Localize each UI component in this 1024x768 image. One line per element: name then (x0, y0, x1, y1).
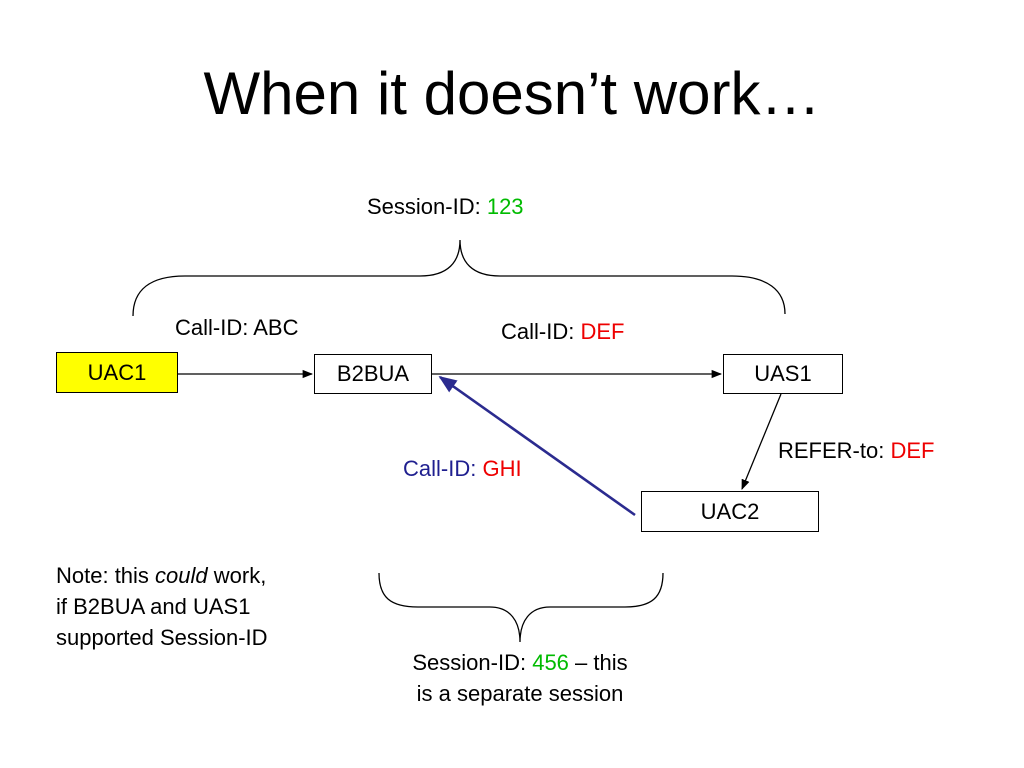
arrow-uas1-to-uac2 (741, 393, 782, 490)
call-id-def-value: DEF (580, 319, 625, 344)
session-id-bottom-value: 456 (532, 650, 569, 675)
refer-to-prefix: REFER-to: (778, 438, 891, 463)
call-id-ghi-prefix: Call-ID: (403, 456, 483, 481)
node-b2bua: B2BUA (314, 354, 432, 394)
note-text: Note: this could work, if B2BUA and UAS1… (56, 560, 268, 653)
note-line-3: supported Session-ID (56, 625, 268, 650)
note-line-1-end: work, (207, 563, 267, 588)
call-id-ghi-label: Call-ID: GHI (403, 455, 522, 483)
session-id-bottom-suffix: – this (568, 650, 628, 675)
session-id-top-value: 123 (486, 194, 524, 219)
note-line-1-start: Note: this (56, 563, 156, 588)
refer-to-label: REFER-to: DEF (778, 437, 934, 465)
node-uac2: UAC2 (641, 491, 819, 532)
call-id-ghi-value: GHI (482, 456, 522, 481)
call-id-abc-label: Call-ID: ABC (175, 315, 299, 340)
arrow-uac2-to-b2bua (438, 375, 636, 517)
note-line-1: Note: this could work, (56, 560, 268, 591)
session-id-top-label: Session-ID: 123 (367, 193, 524, 221)
note-emphasis: could (155, 563, 208, 588)
node-uac1: UAC1 (56, 352, 178, 393)
session-brace-bottom (378, 572, 664, 643)
session-id-bottom-label: Session-ID: 456 – this is a separate ses… (380, 647, 660, 709)
slide-title: When it doesn’t work… (203, 60, 821, 127)
session-brace-top (132, 239, 786, 317)
note-line-2: if B2BUA and UAS1 (56, 594, 251, 619)
session-id-bottom-line-2: is a separate session (416, 681, 624, 706)
session-id-bottom-line-1: Session-ID: 456 – this (380, 647, 660, 678)
session-id-bottom-prefix: Session-ID: (412, 650, 533, 675)
session-id-top-prefix: Session-ID: (367, 194, 487, 219)
node-uas1: UAS1 (723, 354, 843, 394)
call-id-def-prefix: Call-ID: (501, 319, 581, 344)
refer-to-value: DEF (890, 438, 935, 463)
call-id-def-label: Call-ID: DEF (501, 318, 624, 346)
